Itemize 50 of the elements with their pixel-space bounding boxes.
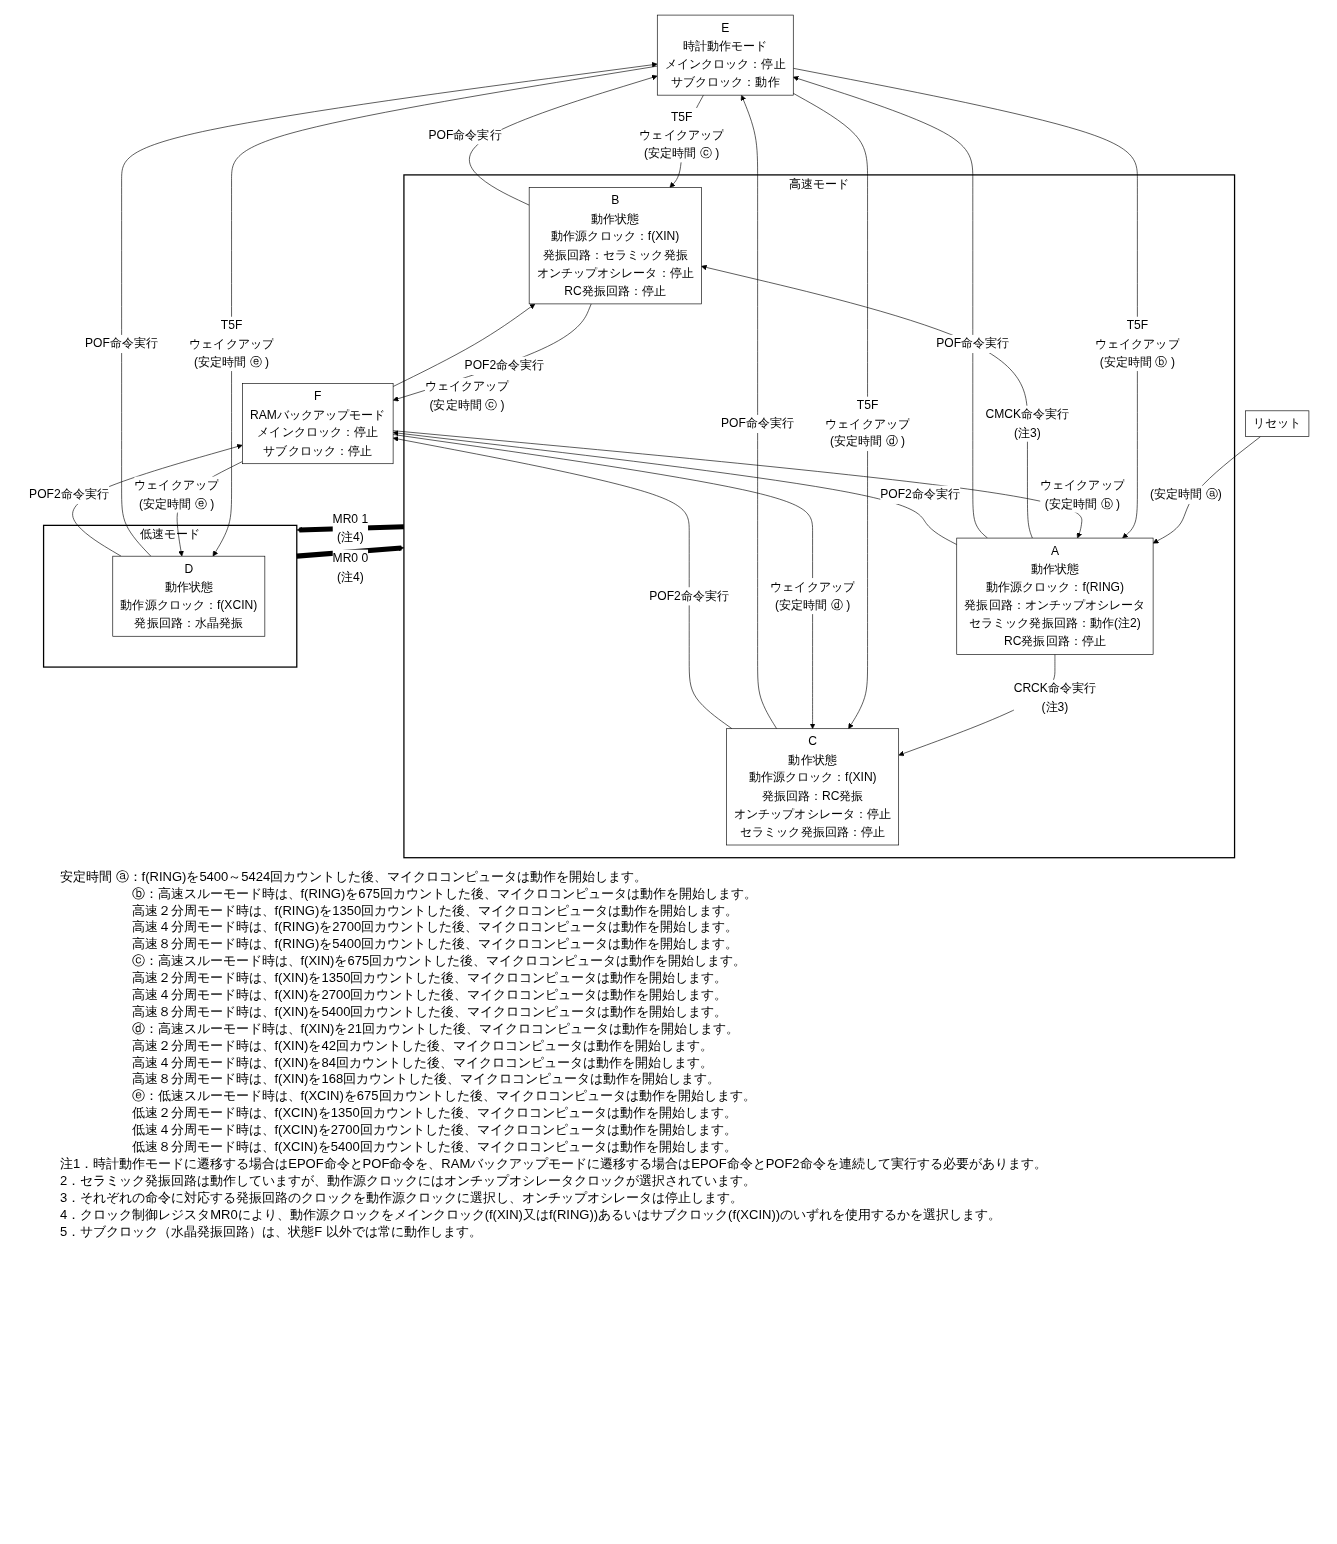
note-text: ⓒ：高速スルーモード時は、f(XIN)を675回カウントした後、マイクロコンピュータは動作を開始します。 xyxy=(130,953,748,971)
note-text: ⓔ：低速スルーモード時は、f(XCIN)を675回カウントした後、マイクロコンピュータは動作を開始します。 xyxy=(130,1088,757,1106)
edge-label: POF2命令実行 xyxy=(648,589,729,603)
edge-label: POF2命令実行 xyxy=(28,487,109,501)
edge-label: T5F ウェイクアップ (安定時間 ⓑ ) xyxy=(1094,318,1180,369)
node-box: F RAMバックアップモード メインクロック：停止 サブクロック：停止 xyxy=(241,383,393,465)
edge-label: POF命令実行 xyxy=(84,336,158,350)
node-box: A 動作状態 動作源クロック：f(RING) 発振回路：オンチップオシレータ セラミック発振回路：動作(注2) RC発振回路：停止 xyxy=(955,537,1153,655)
edge-label: POF2命令実行 xyxy=(464,358,544,372)
edge-label: POF命令実行 xyxy=(720,416,794,430)
note-text: 高速４分周モード時は、f(XIN)を84回カウントした後、マイクロコンピュータは動作を開始します。 xyxy=(130,1054,714,1072)
edge-label: ウェイクアップ (安定時間 ⓔ ) xyxy=(133,478,219,510)
edge-label: (安定時間 ⓐ) xyxy=(1149,487,1222,501)
note-text: 高速２分周モード時は、f(XIN)を42回カウントした後、マイクロコンピュータは動作を開始します。 xyxy=(130,1037,714,1055)
note-text: 高速８分周モード時は、f(RING)を5400回カウントした後、マイクロコンピュータは動作を開始します。 xyxy=(130,936,740,954)
note-text: 低速８分周モード時は、f(XCIN)を5400回カウントした後、マイクロコンピュータは動作を開始します。 xyxy=(130,1139,738,1156)
edge-label: ウェイクアップ (安定時間 ⓓ ) xyxy=(769,580,855,612)
edge-label: ウェイクアップ (安定時間 ⓒ ) xyxy=(424,379,509,412)
edge-label: CMCK命令実行 (注3) xyxy=(985,407,1069,439)
edge-label: T5F ウェイクアップ (安定時間 ⓒ ) xyxy=(638,109,724,160)
edge-label: POF2命令実行 xyxy=(879,487,960,501)
note-text: 3．それぞれの命令に対応する発振回路のクロックを動作源クロックに選択し、オンチップオシレータは停止します。 xyxy=(60,1189,745,1207)
note-text: 高速４分周モード時は、f(XIN)を2700回カウントした後、マイクロコンピュータは動作を開始します。 xyxy=(130,987,729,1004)
note-text: 低速４分周モード時は、f(XCIN)を2700回カウントした後、マイクロコンピュータは動作を開始します。 xyxy=(130,1122,738,1140)
note-text: 低速２分周モード時は、f(XCIN)を1350回カウントした後、マイクロコンピュータは動作を開始します。 xyxy=(130,1105,738,1123)
note-text: 高速８分周モード時は、f(XIN)を5400回カウントした後、マイクロコンピュータは動作を開始します。 xyxy=(130,1003,729,1021)
edge-label: MR0 0 (注4) xyxy=(332,551,368,583)
note-text: 安定時間 ⓐ：f(RING)を5400～5424回カウントした後、マイクロコンピュータは動作を開始します。 xyxy=(60,868,649,886)
node-box: リセット xyxy=(1244,410,1309,437)
note-text: 高速２分周モード時は、f(XIN)を1350回カウントした後、マイクロコンピュータは動作を開始します。 xyxy=(130,970,729,988)
edge-label: POF命令実行 xyxy=(428,127,502,142)
edge-label: MR0 1 (注4) xyxy=(332,512,368,544)
note-text: ⓓ：高速スルーモード時は、f(XIN)を21回カウントした後、マイクロコンピュータは動作を開始します。 xyxy=(130,1020,740,1038)
edge-label: POF命令実行 xyxy=(935,336,1009,350)
note-text: 5．サブクロック（水晶発振回路）は、状態F 以外では常に動作します。 xyxy=(60,1223,483,1241)
edge-label: T5F ウェイクアップ (安定時間 ⓔ ) xyxy=(188,318,274,369)
note-text: 4．クロック制御レジスタMR0により、動作源クロックをメインクロック(f(XIN)又はf(RING))あるいはサブクロック(f(XCIN))のいずれを使用するかを選択します。 xyxy=(60,1206,1003,1224)
node-box: D 動作状態 動作源クロック：f(XCIN) 発振回路：水晶発振 xyxy=(111,555,265,637)
note-text: 2．セラミック発振回路は動作していますが、動作源クロックにはオンチップオシレータクロックが選択されています。 xyxy=(60,1172,758,1190)
edge-label: T5F ウェイクアップ (安定時間 ⓓ ) xyxy=(824,398,910,448)
edge-label: CRCK命令実行 (注3) xyxy=(1013,681,1096,714)
note-text: 高速４分周モード時は、f(RING)を2700回カウントした後、マイクロコンピュータは動作を開始します。 xyxy=(130,919,740,937)
note-text: 注1．時計動作モードに遷移する場合はEPOF命令とPOF命令を、RAMバックアップモードに遷移する場合はEPOF命令とPOF2命令を連続して実行する必要があります。 xyxy=(60,1155,1048,1173)
note-text: ⓑ：高速スルーモード時は、f(RING)を675回カウントした後、マイクロコンピュータは動作を開始します。 xyxy=(130,885,758,903)
node-box: E 時計動作モード メインクロック：停止 サブクロック：動作 xyxy=(656,14,794,96)
note-text: 高速２分周モード時は、f(RING)を1350回カウントした後、マイクロコンピュータは動作を開始します。 xyxy=(130,902,740,920)
node-box: C 動作状態 動作源クロック：f(XIN) 発振回路：RC発振 オンチップオシレータ：停止 セラミック発振回路：停止 xyxy=(725,728,899,846)
note-text: 高速８分周モード時は、f(XIN)を168回カウントした後、マイクロコンピュータは動作を開始します。 xyxy=(130,1071,722,1089)
edge-label: ウェイクアップ (安定時間 ⓑ ) xyxy=(1039,478,1125,510)
node-box: B 動作状態 動作源クロック：f(XIN) 発振回路：セラミック発振 オンチップオシレータ：停止 RC発振回路：停止 xyxy=(528,187,702,305)
